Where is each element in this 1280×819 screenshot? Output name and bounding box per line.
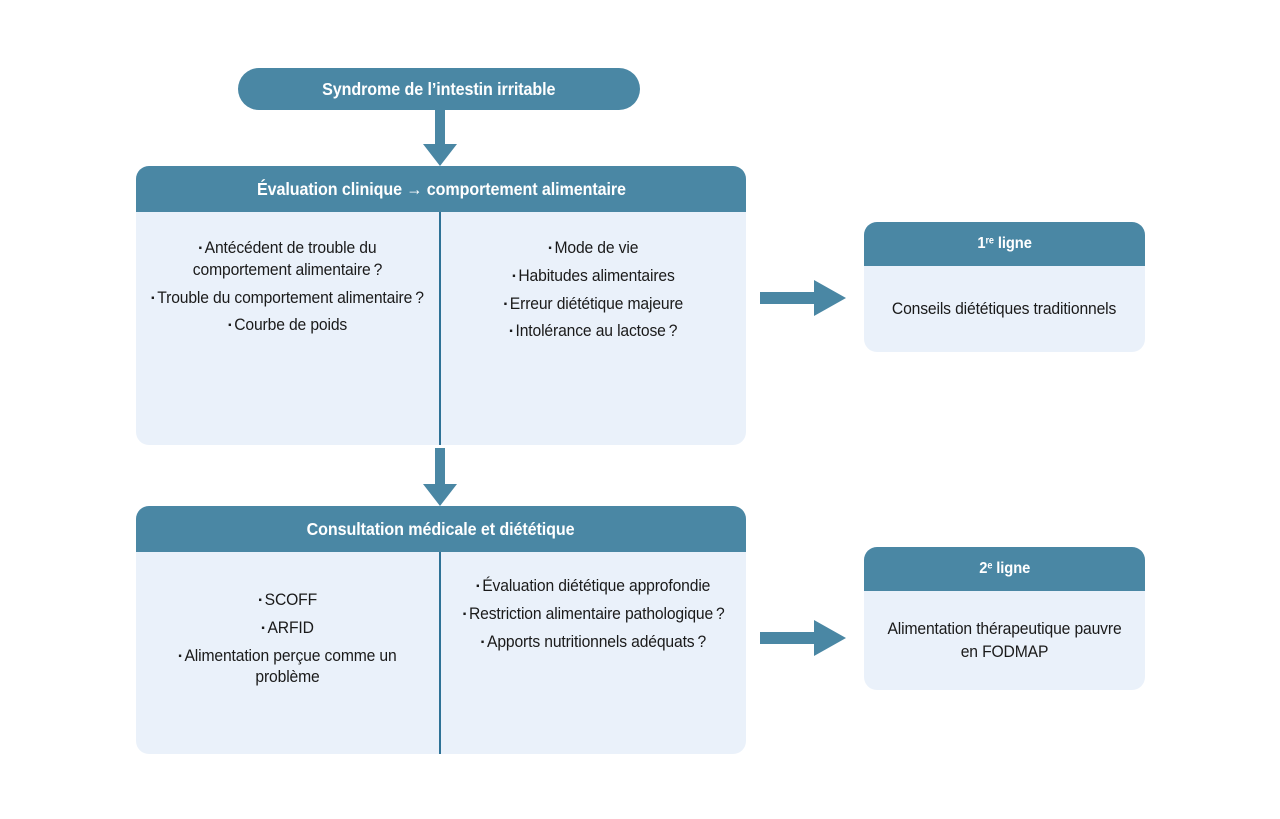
list-item: ▪Alimentation perçue comme un problème: [178, 646, 397, 687]
square-bullet-icon: ▪: [509, 326, 513, 338]
square-bullet-icon: ▪: [462, 608, 466, 620]
list-item: ▪Évaluation diététique approfondie: [476, 577, 711, 595]
node-outcome-deuxieme-ligne-text: Alimentation thérapeutique pauvre en FOD…: [887, 620, 1122, 661]
list-item: ▪Antécédent de trouble du comportement a…: [192, 239, 383, 279]
list-item: ▪Restriction alimentaire pathologique ?: [462, 604, 725, 623]
list-item: ▪SCOFF: [258, 591, 317, 609]
square-bullet-icon: ▪: [476, 581, 480, 592]
evaluation-clinique-right-column: ▪Mode de vie ▪Habitudes alimentaires ▪Er…: [441, 212, 746, 445]
list-item: ▪Trouble du comportement alimentaire ?: [151, 288, 424, 307]
consultation-medicale-left-column: ▪SCOFF ▪ARFID ▪Alimentation perçue comme…: [136, 552, 439, 754]
node-evaluation-clinique-header: Évaluation clinique → comportement alime…: [136, 166, 746, 212]
node-consultation-medicale-header: Consultation médicale et diététique: [136, 506, 746, 552]
node-outcome-deuxieme-ligne-header: 2e ligne: [864, 547, 1145, 591]
node-outcome-premiere-ligne-header: 1re ligne: [864, 222, 1145, 266]
list-item: ▪Habitudes alimentaires: [512, 266, 675, 285]
square-bullet-icon: ▪: [198, 243, 202, 254]
node-consultation-medicale-header-label: Consultation médicale et diététique: [307, 518, 575, 539]
node-outcome-premiere-ligne-header-label: 1re ligne: [977, 235, 1032, 252]
node-outcome-deuxieme-ligne-body: Alimentation thérapeutique pauvre en FOD…: [864, 591, 1145, 690]
column-divider: [439, 212, 441, 445]
connector-step1-to-step2-arrow: [423, 448, 457, 508]
list-item: ▪Apports nutritionnels adéquats ?: [480, 632, 707, 651]
connector-step1-to-outcome1-arrow: [760, 280, 846, 316]
connector-start-to-step1-arrow: [423, 108, 457, 168]
node-evaluation-clinique[interactable]: Évaluation clinique → comportement alime…: [136, 166, 746, 445]
node-outcome-deuxieme-ligne-header-label: 2e ligne: [978, 560, 1030, 577]
square-bullet-icon: ▪: [151, 292, 155, 304]
node-evaluation-clinique-header-label: Évaluation clinique → comportement alime…: [256, 178, 626, 199]
node-start-syndrome[interactable]: Syndrome de l’intestin irritable: [238, 68, 640, 110]
square-bullet-icon: ▪: [512, 270, 516, 282]
list-item: ▪Erreur diététique majeure: [503, 294, 684, 313]
consultation-medicale-right-column: ▪Évaluation diététique approfondie ▪Rest…: [441, 552, 746, 754]
node-outcome-premiere-ligne[interactable]: 1re ligne Conseils diététiques tradition…: [864, 222, 1145, 352]
node-consultation-medicale[interactable]: Consultation médicale et diététique ▪SCO…: [136, 506, 746, 754]
square-bullet-icon: ▪: [503, 298, 508, 310]
square-bullet-icon: ▪: [258, 595, 262, 606]
connector-step2-to-outcome2-arrow: [760, 620, 846, 656]
column-divider: [439, 552, 441, 754]
square-bullet-icon: ▪: [548, 243, 552, 254]
list-item: ▪Courbe de poids: [228, 316, 347, 335]
node-start-label: Syndrome de l’intestin irritable: [322, 78, 556, 99]
node-outcome-premiere-ligne-body: Conseils diététiques traditionnels: [864, 266, 1145, 352]
evaluation-clinique-left-column: ▪Antécédent de trouble du comportement a…: [136, 212, 439, 445]
square-bullet-icon: ▪: [178, 650, 182, 662]
node-evaluation-clinique-body: ▪Antécédent de trouble du comportement a…: [136, 212, 746, 445]
node-outcome-premiere-ligne-text: Conseils diététiques traditionnels: [892, 299, 1117, 318]
list-item: ▪ARFID: [261, 618, 314, 637]
square-bullet-icon: ▪: [261, 622, 265, 634]
node-consultation-medicale-body: ▪SCOFF ▪ARFID ▪Alimentation perçue comme…: [136, 552, 746, 754]
node-outcome-deuxieme-ligne[interactable]: 2e ligne Alimentation thérapeutique pauv…: [864, 547, 1145, 690]
square-bullet-icon: ▪: [228, 320, 232, 332]
list-item: ▪Mode de vie: [548, 239, 639, 257]
list-item: ▪Intolérance au lactose ?: [509, 322, 678, 341]
square-bullet-icon: ▪: [480, 636, 485, 648]
